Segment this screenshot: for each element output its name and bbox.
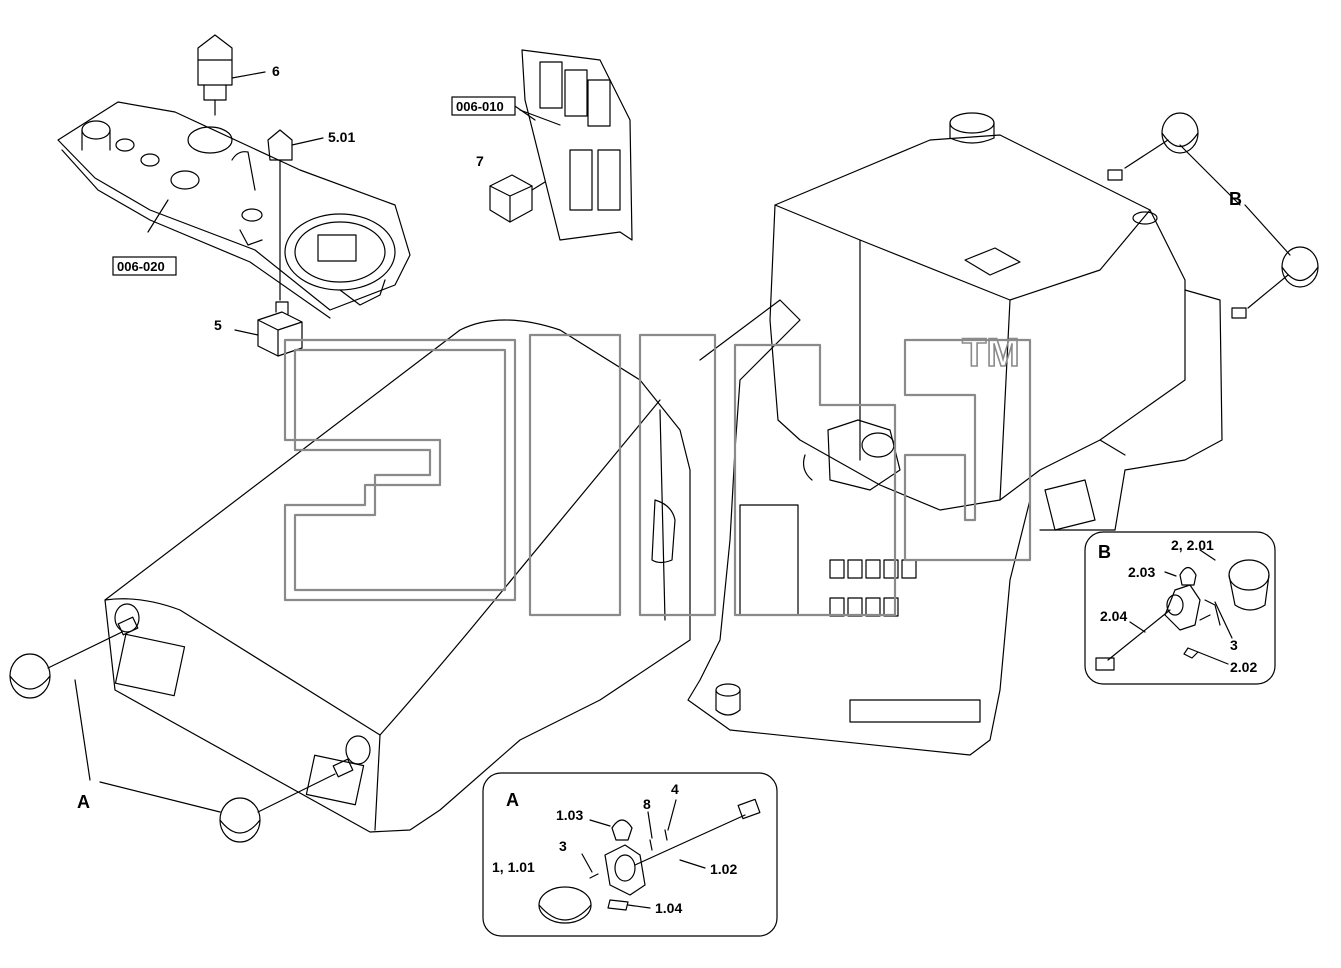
label-detail-b-2-2-01: 2, 2.01 xyxy=(1171,537,1214,553)
ref-006-020: 006-020 xyxy=(117,259,165,274)
label-b-main: B xyxy=(1229,189,1242,209)
leader-lines xyxy=(147,103,1241,233)
label-detail-a-1-02: 1.02 xyxy=(710,861,737,877)
detail-a-title: A xyxy=(506,790,519,810)
label-detail-a-4: 4 xyxy=(671,781,679,797)
detail-a-frame xyxy=(482,772,778,937)
part-6-rotary-knob xyxy=(197,34,266,116)
rear-lamp-upper xyxy=(1107,112,1226,191)
label-detail-b-3: 3 xyxy=(1230,637,1238,653)
hood-cover xyxy=(104,319,691,833)
label-part-7: 7 xyxy=(476,153,484,169)
labels-layer: 6 5.01 5 7 006-020 006-010 B A TM B 2, 2… xyxy=(77,63,1257,916)
label-detail-a-3: 3 xyxy=(559,838,567,854)
detail-b-title: B xyxy=(1098,542,1111,562)
watermark-logo xyxy=(283,333,1032,617)
label-detail-b-2-02: 2.02 xyxy=(1230,659,1257,675)
label-detail-a-1-04: 1.04 xyxy=(655,900,682,916)
front-lamp-left xyxy=(9,616,139,781)
part-7-relay xyxy=(489,174,546,223)
label-detail-a-1-03: 1.03 xyxy=(556,807,583,823)
relay-board xyxy=(519,49,633,241)
label-detail-a-8: 8 xyxy=(643,796,651,812)
label-detail-b-2-03: 2.03 xyxy=(1128,564,1155,580)
label-detail-b-2-04: 2.04 xyxy=(1100,608,1127,624)
label-part-6: 6 xyxy=(272,63,280,79)
detail-b-frame xyxy=(1084,531,1276,685)
trademark-mark: TM xyxy=(962,331,1020,375)
rear-lamp-lower xyxy=(1231,204,1319,319)
part-5-switch xyxy=(234,301,303,357)
label-detail-a-1-1-01: 1, 1.01 xyxy=(492,859,535,875)
label-part-5: 5 xyxy=(214,317,222,333)
tank-frame-assembly xyxy=(687,112,1223,756)
label-a-main: A xyxy=(77,792,90,812)
part-5-01-knob-cap xyxy=(267,129,324,301)
front-lamp-right xyxy=(99,758,354,843)
instrument-panel-assembly xyxy=(57,101,411,319)
label-part-5-01: 5.01 xyxy=(328,129,355,145)
ref-006-010: 006-010 xyxy=(456,99,504,114)
